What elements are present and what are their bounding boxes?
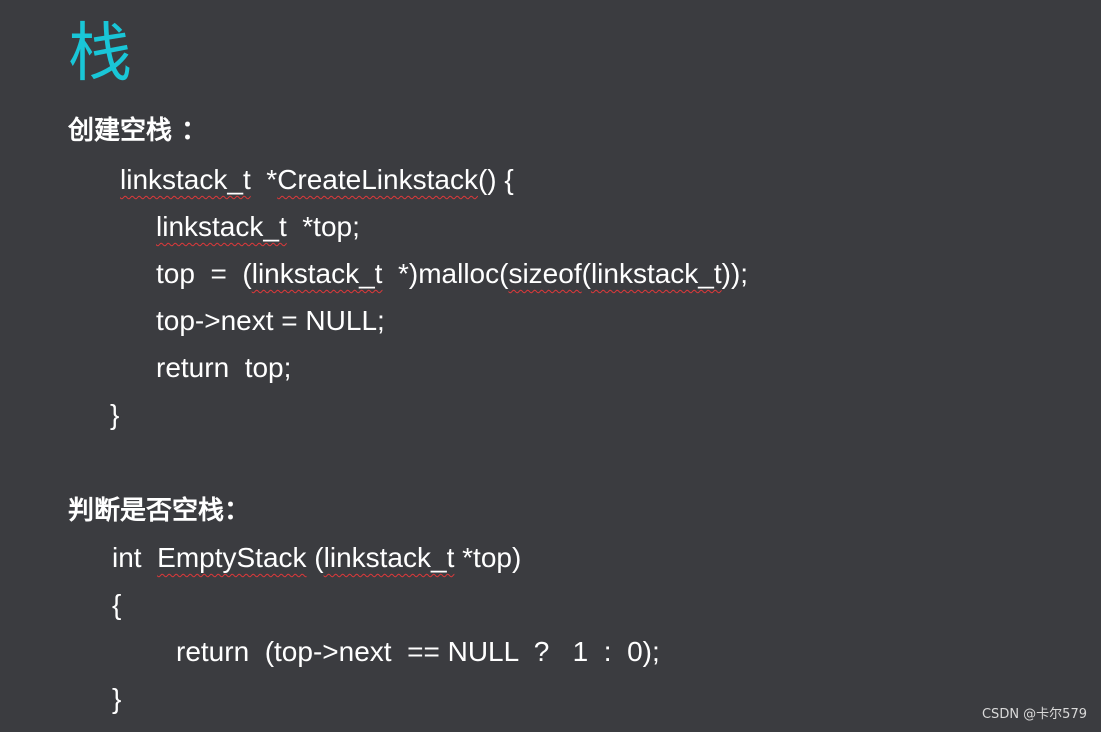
code-token: *top) xyxy=(454,542,522,573)
code-token: sizeof xyxy=(508,258,582,289)
section-heading-create: 创建空栈 ： xyxy=(68,116,208,146)
code-line: int EmptyStack (linkstack_t *top) xyxy=(112,540,521,576)
code-token: ( xyxy=(581,258,591,289)
code-line: linkstack_t *top; xyxy=(156,209,360,245)
code-line: return (top->next == NULL ? 1 : 0); xyxy=(176,636,660,667)
code-line: top->next = NULL; xyxy=(156,305,385,336)
code-token: *top; xyxy=(286,211,360,242)
code-token: top = ( xyxy=(156,258,252,289)
code-token: * xyxy=(250,164,278,195)
code-token: ( xyxy=(306,542,324,573)
code-token: int xyxy=(112,542,158,573)
slide-title: 栈 xyxy=(68,17,132,91)
code-line: } xyxy=(112,683,122,714)
code-line: return top; xyxy=(156,352,292,383)
watermark: CSDN @卡尔579 xyxy=(981,707,1087,722)
code-line: { xyxy=(112,589,122,620)
code-token: EmptyStack xyxy=(157,542,307,573)
code-line: } xyxy=(110,399,120,430)
code-token: CreateLinkstack xyxy=(277,164,478,195)
code-token: linkstack_t xyxy=(120,164,251,195)
code-token: )); xyxy=(721,258,749,289)
code-line: top = (linkstack_t *)malloc(sizeof(links… xyxy=(156,256,748,292)
code-token: linkstack_t xyxy=(590,258,722,289)
code-token: *)malloc( xyxy=(382,258,509,289)
code-token: linkstack_t xyxy=(323,542,455,573)
code-line: linkstack_t *CreateLinkstack() { xyxy=(120,162,514,198)
code-token: linkstack_t xyxy=(156,211,287,242)
code-token: () { xyxy=(477,164,514,195)
section-heading-empty-check: 判断是否空栈： xyxy=(68,496,251,526)
code-token: linkstack_t xyxy=(251,258,383,289)
